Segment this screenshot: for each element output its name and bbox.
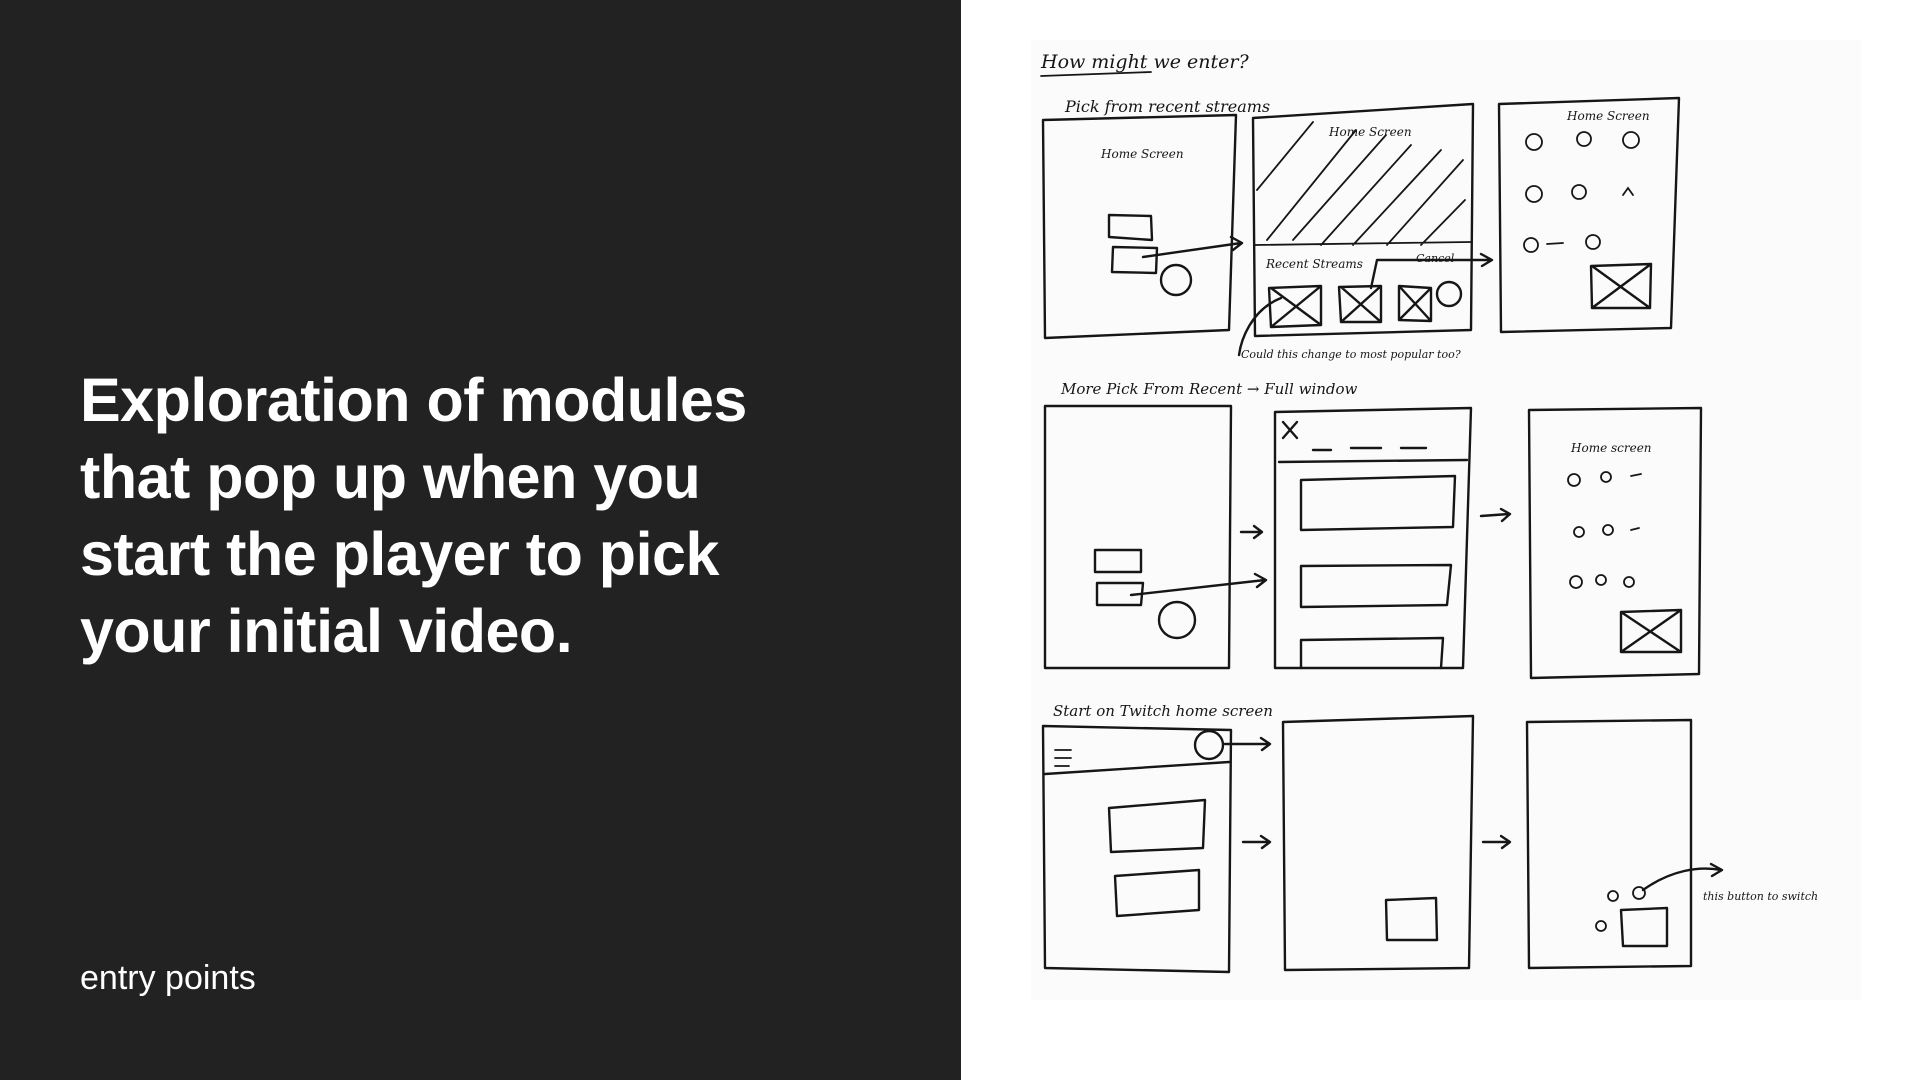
row1-popup-b xyxy=(1110,245,1159,275)
row1-arrow1 xyxy=(1141,235,1244,259)
row1-note: Could this change to most popular too? xyxy=(1241,348,1461,361)
row1-arrow2 xyxy=(1369,252,1494,290)
heading-underline xyxy=(1040,71,1152,77)
row3-menu-icon xyxy=(1054,749,1072,767)
sketch-image: How might we enter? Pick from recent str… xyxy=(1031,40,1861,1000)
row1-frame1-label: Home Screen xyxy=(1100,147,1184,161)
row3-topbar xyxy=(1043,760,1231,776)
row1-label: Pick from recent streams xyxy=(1064,97,1270,116)
row3-icon-c xyxy=(1595,920,1607,932)
row1-miniplayer xyxy=(1589,262,1653,310)
row2-card-3 xyxy=(1299,636,1445,670)
row2-frame1 xyxy=(1043,404,1233,670)
row1-frame2-label: Home Screen xyxy=(1328,125,1412,139)
right-panel: How might we enter? Pick from recent str… xyxy=(961,0,1920,1080)
row2-popup-a xyxy=(1093,548,1143,574)
row3-note-arrow xyxy=(1641,862,1724,892)
row2-frame3-label: Home screen xyxy=(1570,441,1652,455)
row2-card-2 xyxy=(1299,563,1453,609)
row2-profile-circle xyxy=(1157,600,1197,640)
row1-cancel-label: Cancel xyxy=(1416,252,1455,265)
row3-arrow-c xyxy=(1481,834,1512,850)
row3-frame1 xyxy=(1041,724,1233,974)
row2-frame3 xyxy=(1527,406,1703,680)
row2-tab-strip xyxy=(1277,446,1469,464)
row1-frame3-label: Home Screen xyxy=(1566,109,1650,123)
row3-icon-b xyxy=(1632,886,1646,900)
row3-icon-a xyxy=(1607,890,1619,902)
row2-close-icon xyxy=(1281,420,1299,440)
row3-card-2 xyxy=(1113,868,1201,918)
sketch-drawing: How might we enter? Pick from recent str… xyxy=(1040,51,1818,974)
row3-label: Start on Twitch home screen xyxy=(1053,702,1273,720)
row3-frame2 xyxy=(1281,714,1475,972)
row1-thumb1 xyxy=(1267,284,1323,329)
row2-popup-b xyxy=(1095,581,1145,607)
row1-thumb2 xyxy=(1337,284,1383,324)
row1-popup-a xyxy=(1107,213,1154,242)
headline: Exploration of modules that pop up when … xyxy=(80,366,747,665)
row3-note: this button to switch xyxy=(1703,890,1818,903)
row1-section-label: Recent Streams xyxy=(1265,257,1363,271)
row2-label: More Pick From Recent → Full window xyxy=(1060,380,1358,398)
row2-miniplayer xyxy=(1619,608,1683,654)
row2-arrow-a xyxy=(1129,572,1268,597)
row1-hatching xyxy=(1254,121,1472,246)
sketch-paper xyxy=(1031,40,1861,1000)
row1-frame1 xyxy=(1041,113,1238,340)
sketch-heading: How might we enter? xyxy=(1040,51,1249,73)
row3-frame3 xyxy=(1525,718,1693,970)
row3-miniplayer-2 xyxy=(1384,896,1439,942)
row1-frame2 xyxy=(1251,102,1475,338)
row1-note-arrow xyxy=(1237,296,1283,357)
row3-miniplayer-3 xyxy=(1619,906,1669,948)
row2-arrow-b xyxy=(1239,524,1264,540)
row1-app-icons xyxy=(1523,131,1640,253)
row3-card-1 xyxy=(1107,798,1207,854)
row1-frame3 xyxy=(1497,96,1681,334)
row1-thumb3 xyxy=(1397,284,1433,323)
row1-next-circle xyxy=(1435,280,1463,308)
row2-app-icons xyxy=(1567,471,1642,589)
row3-arrow-a xyxy=(1223,736,1272,752)
row3-fab-circle xyxy=(1193,729,1225,761)
row1-profile-circle xyxy=(1159,263,1193,297)
left-panel: Exploration of modules that pop up when … xyxy=(0,0,961,1080)
row2-frame2 xyxy=(1273,406,1473,670)
row3-arrow-b xyxy=(1241,834,1272,850)
row2-card-1 xyxy=(1299,474,1457,532)
caption: entry points xyxy=(80,959,256,997)
row2-arrow-c xyxy=(1479,507,1512,523)
